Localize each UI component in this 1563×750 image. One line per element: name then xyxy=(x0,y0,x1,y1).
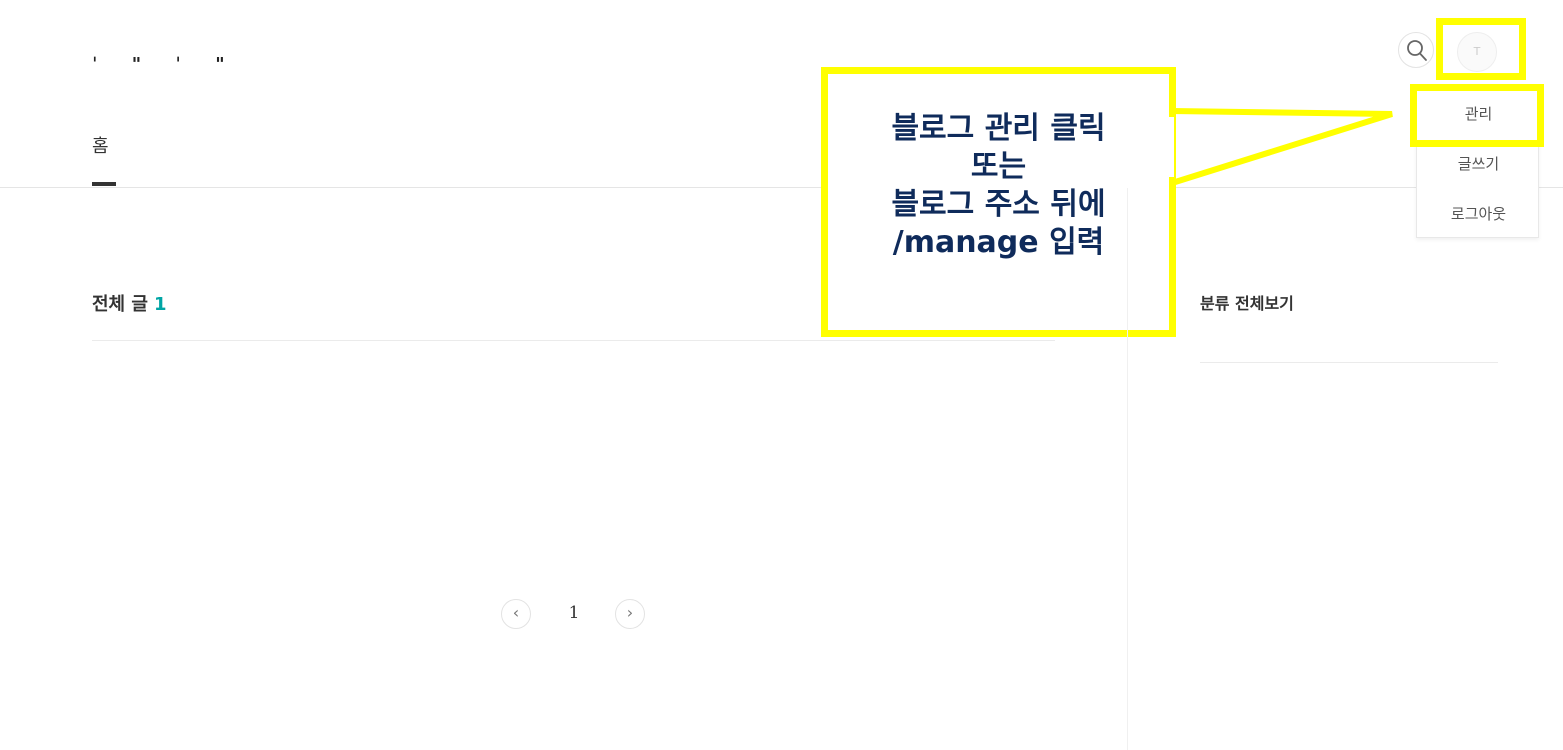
nav-active-indicator xyxy=(92,182,116,186)
all-posts-label: 전체 글 xyxy=(92,294,148,315)
menu-item-manage[interactable]: 관리 xyxy=(1464,105,1493,123)
manage-highlight-box xyxy=(1410,84,1544,147)
category-divider xyxy=(1200,362,1498,363)
menu-item-logout[interactable]: 로그아웃 xyxy=(1450,205,1507,223)
content-divider xyxy=(92,340,1055,341)
nav-tab-home[interactable]: 홈 xyxy=(92,136,109,157)
callout-line: 또는 xyxy=(970,149,1027,184)
post-count: 1 xyxy=(153,294,167,315)
callout-line: 블로그 주소 뒤에 xyxy=(891,187,1106,222)
search-button[interactable] xyxy=(1398,32,1434,68)
callout-tail-joint xyxy=(1168,117,1174,177)
callout-line: 블로그 관리 클릭 xyxy=(891,111,1106,146)
category-all-link[interactable]: 분류 전체보기 xyxy=(1200,294,1294,313)
chevron-left-icon: ‹ xyxy=(512,603,520,622)
annotation-callout: 블로그 관리 클릭 또는 블로그 주소 뒤에 /manage 입력 xyxy=(821,67,1176,337)
profile-avatar-button[interactable]: T xyxy=(1457,32,1497,72)
chevron-right-icon: › xyxy=(626,603,634,622)
callout-text: 블로그 관리 클릭 또는 블로그 주소 뒤에 /manage 입력 xyxy=(828,110,1169,262)
pagination-current-page[interactable]: 1 xyxy=(568,603,580,623)
account-dropdown-menu: 관리 글쓰기 로그아웃 xyxy=(1416,86,1539,238)
pagination-next-button[interactable]: › xyxy=(615,599,645,629)
header-divider xyxy=(0,187,1563,188)
profile-highlight-box xyxy=(1436,18,1526,80)
sidebar-divider xyxy=(1127,188,1128,750)
blog-title[interactable]: ˈ " ˈ " xyxy=(92,54,239,75)
menu-item-write[interactable]: 글쓰기 xyxy=(1457,155,1500,173)
callout-line: /manage 입력 xyxy=(892,225,1105,260)
pagination-prev-button[interactable]: ‹ xyxy=(501,599,531,629)
search-icon xyxy=(1407,40,1427,61)
